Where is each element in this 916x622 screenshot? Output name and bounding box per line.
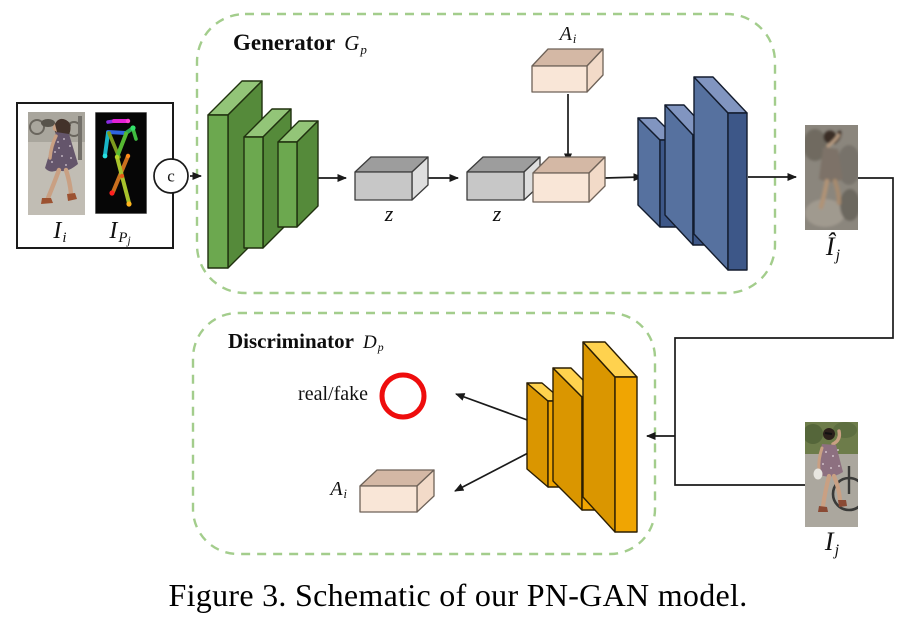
real-person-image [803, 422, 867, 527]
input-person-label: Ii [53, 218, 67, 247]
decoder-block-3 [693, 76, 748, 271]
concat-node-label: c [167, 166, 175, 186]
attribute-box-discriminator [359, 469, 435, 513]
connector-lines [674, 177, 894, 486]
discriminator-block-3 [582, 341, 638, 533]
generator-symbol: Gp [344, 31, 367, 57]
z1-label: z [384, 201, 394, 226]
generator-attribute-label: Ai [559, 23, 577, 47]
flow-arrows [190, 94, 797, 492]
figure-caption: Figure 3. Schematic of our PN-GAN model. [168, 577, 748, 613]
arrow-discriminator-to-realfake [455, 393, 531, 422]
generated-person-image [803, 125, 861, 230]
encoder-blocks [207, 80, 319, 269]
z2-label: z [492, 201, 502, 226]
discriminator-blocks [526, 341, 638, 533]
input-person-image [28, 112, 85, 215]
real-image-label: Ij [824, 527, 840, 559]
generator-title-text: Generator [233, 30, 336, 55]
z-box-1 [354, 156, 429, 201]
realfake-circle [379, 372, 427, 420]
decoder-blocks [637, 76, 748, 271]
arrow-feature-to-decoder [604, 173, 643, 182]
input-pose-label: IPj [109, 218, 131, 248]
discriminator-title-text: Discriminator [228, 329, 354, 353]
generated-image-label: Îj [825, 232, 841, 264]
discriminator-title: Discriminator Dp [228, 329, 384, 354]
encoder-block-3 [277, 120, 319, 228]
z-box-2 [466, 156, 541, 201]
generator-box [195, 12, 777, 295]
generator-title: Generator Gp [233, 30, 367, 57]
attribute-box-generator [531, 48, 604, 93]
concat-circle [153, 158, 189, 194]
discriminator-symbol: Dp [362, 332, 384, 355]
realfake-label: real/fake [298, 383, 368, 405]
input-pose-image [94, 111, 148, 215]
discriminator-attribute-label: Ai [330, 478, 347, 502]
arrow-discriminator-to-attribute [454, 451, 531, 492]
concat-feature-box [532, 156, 606, 203]
